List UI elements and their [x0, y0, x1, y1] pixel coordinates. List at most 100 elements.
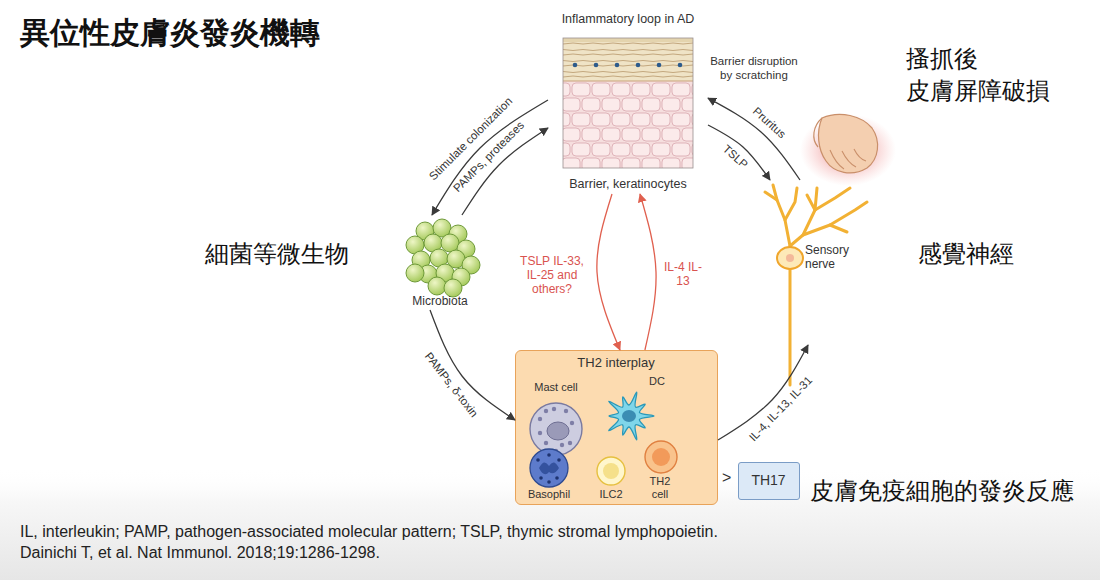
ilc2-node: ILC2 [589, 453, 633, 503]
th2-cell-node: TH2 cell [637, 439, 685, 503]
skin-illustration [563, 38, 693, 168]
keratinocyte [682, 128, 693, 141]
node-sublabel: Barrier, keratinocytes [548, 177, 708, 191]
mast-cell-granule [544, 409, 548, 413]
granular-boundary [563, 81, 693, 82]
nerve-fiber [790, 188, 817, 246]
keratinocyte [572, 143, 590, 156]
skin-layer-line [563, 54, 693, 55]
keratinocyte [622, 128, 640, 141]
edge-label: TSLP [720, 142, 750, 171]
keratinocyte [612, 83, 630, 96]
keratinocyte [563, 83, 570, 96]
keratinocyte [602, 158, 620, 168]
basophil-granule [539, 476, 543, 480]
keratinocyte [662, 98, 680, 111]
dendritic-cell-node: DC [604, 373, 684, 443]
cytokine-arrow [640, 194, 656, 350]
node-label: ILC2 [589, 488, 633, 501]
basophil-node: Basophil [521, 446, 577, 502]
mast-cell-node: Mast cell [526, 381, 586, 461]
dendritic-cell-body [609, 392, 654, 440]
keratinocyte [602, 128, 620, 141]
keratohyalin-dot [615, 63, 620, 68]
mast-cell-granule [564, 409, 568, 413]
nerve-fiber [807, 195, 815, 210]
keratinocyte [563, 98, 580, 111]
nerve-fiber [785, 188, 797, 220]
skin-layers [563, 38, 693, 168]
footnote-text: IL, interleukin; PAMP, pathogen-associat… [20, 522, 1080, 541]
diagram-title: 異位性皮膚炎發炎機轉 [20, 14, 540, 52]
hand-thumb [814, 118, 822, 147]
keratohyalin-dot [657, 63, 662, 68]
keratinocyte [592, 113, 610, 126]
skin-layer-line [563, 65, 693, 66]
basophil-granule [557, 458, 561, 462]
node-label: Basophil [521, 488, 577, 501]
annotation-text: 搔抓後 皮膚屏障破損 [906, 44, 1078, 108]
skin-layer-line [563, 76, 693, 77]
scratch-redness [800, 114, 896, 186]
keratinocyte [632, 113, 650, 126]
keratinocyte [563, 158, 580, 168]
mast-cell-granule [544, 441, 548, 445]
annotation-text: 細菌等微生物 [205, 240, 375, 269]
keratinocyte [682, 98, 693, 111]
th2-cell-nucleus [652, 448, 670, 466]
nerve-fiber [830, 225, 847, 232]
sensory-nerve-node: Sensory nerve [755, 180, 875, 345]
neuron-illustration [755, 180, 875, 390]
node-label: Mast cell [526, 381, 586, 394]
keratinocyte [563, 113, 570, 126]
ilc2-body [597, 457, 625, 485]
basophil-body [530, 449, 568, 487]
annotation-text: 皮膚免疫細胞的發炎反應 [810, 477, 1095, 506]
basophil-granule [555, 476, 559, 480]
keratinocyte [642, 128, 660, 141]
edge-label: PAMPs, δ-toxin [422, 350, 481, 420]
hand-finger [854, 149, 866, 161]
skin-frame [563, 38, 693, 168]
skin-layer-line [563, 72, 693, 73]
nerve-fiber [815, 188, 850, 210]
keratohyalin-dot [678, 63, 683, 68]
node-label: DC [649, 375, 684, 388]
microbe-cell [406, 264, 424, 282]
hand-finger [842, 151, 856, 167]
keratinocyte [672, 143, 690, 156]
mast-cell-granule [538, 431, 542, 435]
neuron-body [777, 247, 803, 269]
keratinocyte [672, 83, 690, 96]
th2-cell-body [645, 441, 677, 473]
mast-cell-granule [538, 417, 542, 421]
keratinocyte [592, 83, 610, 96]
node-label: TH17 [739, 472, 798, 488]
keratinocyte [662, 158, 680, 168]
node-label: Inflammatory loop in AD [548, 12, 708, 26]
basophil-granule [547, 453, 551, 457]
keratinocyte [672, 113, 690, 126]
edge-label: Pruritus [750, 105, 788, 141]
th2-interplay-box: TH2 interplayMast cellDCBasophilILC2TH2 … [515, 350, 718, 505]
keratinocyte [582, 98, 600, 111]
footnote-text: Dainichi T, et al. Nat Immunol. 2018;19:… [20, 543, 1080, 562]
keratinocyte [563, 128, 580, 141]
microbe-cell [441, 234, 459, 252]
neuron-nucleus [786, 254, 794, 262]
keratinocyte [602, 98, 620, 111]
microbiota-node: Microbiota [395, 215, 485, 310]
keratinocyte [632, 143, 650, 156]
keratinocyte [582, 128, 600, 141]
edge-label: PAMPs, proteases [451, 119, 527, 195]
skin-layer-line [563, 61, 693, 62]
scratching-hand [814, 114, 878, 173]
node-label: TH2 cell [644, 475, 676, 500]
skin-layer-line [563, 43, 693, 44]
keratinocyte [622, 158, 640, 168]
mast-cell-body [530, 403, 582, 455]
edge-label: IL-4 IL-13 [662, 261, 704, 289]
keratinocyte [572, 113, 590, 126]
keratinocyte [652, 143, 670, 156]
keratinocyte [652, 113, 670, 126]
